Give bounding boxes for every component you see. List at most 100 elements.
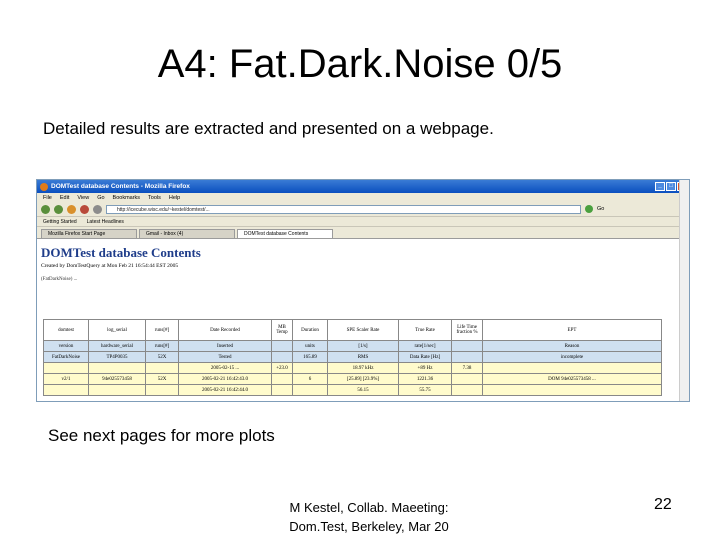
- table-cell: True Rate: [398, 319, 452, 341]
- webpage-meta: Created by DomTestQuery at Mon Feb 21 16…: [41, 263, 179, 269]
- table-cell: 18.97 kHz: [327, 362, 399, 374]
- table-cell: FatDarkNoise: [43, 351, 89, 363]
- table-cell: Reason: [482, 340, 662, 352]
- table-cell: version: [43, 340, 89, 352]
- table-cell: MB Temp: [271, 319, 293, 341]
- bookmark-latest-headlines[interactable]: Latest Headlines: [86, 218, 124, 225]
- table-cell: [88, 384, 146, 396]
- footer-line-1: M Kestel, Collab. Maeeting:: [289, 500, 449, 515]
- maximize-button[interactable]: □: [666, 182, 676, 191]
- table-cell: 6: [292, 373, 328, 385]
- table-cell: 2005-02-15 ...: [178, 362, 272, 374]
- tab-start-page[interactable]: Mozilla Firefox Start Page: [41, 229, 137, 238]
- menu-file[interactable]: File: [43, 194, 52, 201]
- table-cell: TP4P0035: [88, 351, 146, 363]
- table-cell: [271, 351, 293, 363]
- navigation-toolbar: http://icecube.wisc.edu/~kestel/domtest/…: [37, 202, 689, 217]
- back-icon[interactable]: [41, 204, 50, 214]
- table-cell: runs[#]: [145, 319, 179, 341]
- table-cell: 55.75: [398, 384, 452, 396]
- table-cell: [271, 384, 293, 396]
- table-row: 2005-02-15 ... +23.0 18.97 kHz +89 Hz 7.…: [43, 362, 662, 374]
- table-cell: rate[1/sec]: [398, 340, 452, 352]
- table-cell: [1/s]: [327, 340, 399, 352]
- table-cell: EPT: [482, 319, 662, 341]
- slide-footer: M Kestel, Collab. Maeeting: Dom.Test, Be…: [274, 498, 464, 536]
- vertical-scrollbar[interactable]: [679, 180, 689, 401]
- tab-gmail[interactable]: Gmail - Inbox (4): [139, 229, 235, 238]
- bookmark-getting-started[interactable]: Getting Started: [43, 218, 77, 225]
- stop-icon[interactable]: [80, 204, 89, 214]
- table-cell: Date Recorded: [178, 319, 272, 341]
- tab-domtest[interactable]: DOMTest database Contents: [237, 229, 333, 238]
- table-cell: v2/1: [43, 373, 89, 385]
- table-cell: [451, 340, 483, 352]
- table-cell: [145, 362, 179, 374]
- menu-view[interactable]: View: [77, 194, 90, 201]
- table-cell: [43, 362, 89, 374]
- bookmarks-toolbar: Getting Started Latest Headlines: [37, 217, 689, 227]
- table-cell: [451, 384, 483, 396]
- table-cell: Life Time fraction %: [451, 319, 483, 341]
- table-cell: [25.89] [23.9%]: [327, 373, 399, 385]
- table-cell: log_serial: [88, 319, 146, 341]
- table-cell: runs[#]: [145, 340, 179, 352]
- page-number: 22: [654, 496, 672, 513]
- table-cell: units: [292, 340, 328, 352]
- table-cell: [451, 373, 483, 385]
- window-title: DOMTest database Contents - Mozilla Fire…: [51, 183, 190, 190]
- results-table: domtest log_serial runs[#] Date Recorded…: [43, 319, 662, 396]
- table-row: version hardware_serial runs[#] Inserted…: [43, 340, 662, 352]
- table-cell: SPE Scaler Rate: [327, 319, 399, 341]
- table-cell: +23.0: [271, 362, 293, 374]
- table-cell: domtest: [43, 319, 89, 341]
- forward-icon[interactable]: [54, 204, 63, 214]
- table-cell: Data Rate [Hz]: [398, 351, 452, 363]
- menu-tools[interactable]: Tools: [148, 194, 161, 201]
- footer-line-2: Dom.Test, Berkeley, Mar 20: [289, 519, 449, 534]
- table-cell: 1221.36: [398, 373, 452, 385]
- table-cell: [482, 384, 662, 396]
- menu-bar: File Edit View Go Bookmarks Tools Help: [37, 193, 689, 202]
- table-cell: [482, 362, 662, 374]
- table-cell: 165.89: [292, 351, 328, 363]
- home-icon[interactable]: [93, 204, 102, 214]
- table-cell: [451, 351, 483, 363]
- slide-caption: See next pages for more plots: [48, 426, 275, 445]
- table-cell: 56.15: [327, 384, 399, 396]
- table-cell: [271, 340, 293, 352]
- tab-bar: Mozilla Firefox Start Page Gmail - Inbox…: [37, 227, 689, 239]
- webpage-content: DOMTest database Contents Created by Dom…: [37, 239, 689, 282]
- reload-icon[interactable]: [67, 204, 76, 214]
- table-cell: 2005-02-21 16:42:43.0: [178, 373, 272, 385]
- table-cell: 7.38: [451, 362, 483, 374]
- table-cell: DOM 94e025573458 ...: [482, 373, 662, 385]
- firefox-icon: [40, 182, 48, 191]
- webpage-query: (FatDarkNoise) ...: [41, 277, 78, 282]
- url-input[interactable]: http://icecube.wisc.edu/~kestel/domtest/…: [106, 204, 581, 214]
- menu-go[interactable]: Go: [97, 194, 105, 201]
- table-cell: +89 Hz: [398, 362, 452, 374]
- minimize-button[interactable]: _: [655, 182, 665, 191]
- menu-bookmarks[interactable]: Bookmarks: [112, 194, 141, 201]
- table-cell: [145, 384, 179, 396]
- table-cell: [292, 384, 328, 396]
- table-cell: 94e025573458: [88, 373, 146, 385]
- window-titlebar: DOMTest database Contents - Mozilla Fire…: [37, 180, 689, 193]
- go-button[interactable]: Go: [597, 206, 605, 212]
- table-cell: RMS: [327, 351, 399, 363]
- table-cell: Tested: [178, 351, 272, 363]
- table-cell: hardware_serial: [88, 340, 146, 352]
- table-cell: [43, 384, 89, 396]
- menu-edit[interactable]: Edit: [59, 194, 70, 201]
- table-cell: [88, 362, 146, 374]
- table-row: FatDarkNoise TP4P0035 52X Tested 165.89 …: [43, 351, 662, 363]
- table-cell: Inserted: [178, 340, 272, 352]
- table-cell: Duration: [292, 319, 328, 341]
- menu-help[interactable]: Help: [168, 194, 181, 201]
- go-icon[interactable]: [585, 205, 593, 213]
- table-cell: 2005-02-21 16:42:44.0: [178, 384, 272, 396]
- table-row: 2005-02-21 16:42:44.0 56.15 55.75: [43, 384, 662, 396]
- table-cell: [271, 373, 293, 385]
- table-cell: incomplete: [482, 351, 662, 363]
